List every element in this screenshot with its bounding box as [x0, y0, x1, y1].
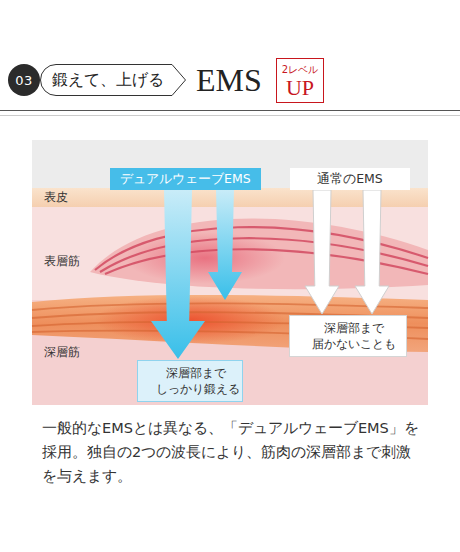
result-callout-text: 深層部まで 届かないことも: [296, 320, 400, 352]
short-wave-arrow: [208, 189, 242, 300]
method-tag: 通常のEMS: [290, 168, 410, 190]
level-badge-text: 2レベル: [282, 63, 318, 76]
level-badge-text: UP: [282, 76, 318, 100]
dual-wave-arrow: [151, 190, 205, 359]
step-number-text: 03: [15, 73, 33, 88]
result-callout: 深層部まで しっかり鍛える: [137, 360, 243, 402]
level-badge: 2レベルUP: [276, 58, 324, 103]
layer-band-text: 表層筋: [32, 254, 428, 268]
method-tag-text: 通常のEMS: [300, 171, 400, 187]
normal-ems-arrow: [305, 190, 339, 314]
layer-band: 表皮: [32, 188, 428, 207]
rule-line: [0, 115, 460, 116]
layer-band: 表層筋: [32, 207, 428, 300]
section-title: EMS: [196, 62, 262, 98]
pill-shape: [41, 65, 186, 96]
layer-band-text: 表皮: [32, 190, 428, 204]
rule-line: [0, 110, 460, 111]
diagram-panel: [32, 140, 428, 405]
caption: 一般的なEMSとは異なる、「デュアルウェーブEMS」を採用。独自の2つの波長によ…: [42, 416, 422, 488]
layer-band: 深層筋深層部まで しっかり鍛える深層部まで 届かないことも: [32, 300, 428, 405]
step-number: 03: [8, 64, 40, 96]
step-heading-text: 鍛えて、上げる: [52, 70, 164, 90]
method-tag: デュアルウェーブEMS: [110, 168, 261, 190]
step-heading: 鍛えて、上げる: [40, 64, 186, 96]
normal-ems-arrow: [355, 190, 389, 314]
method-tag-text: デュアルウェーブEMS: [120, 171, 251, 187]
result-callout-text: 深層部まで しっかり鍛える: [144, 365, 236, 397]
result-callout: 深層部まで 届かないことも: [289, 315, 407, 357]
